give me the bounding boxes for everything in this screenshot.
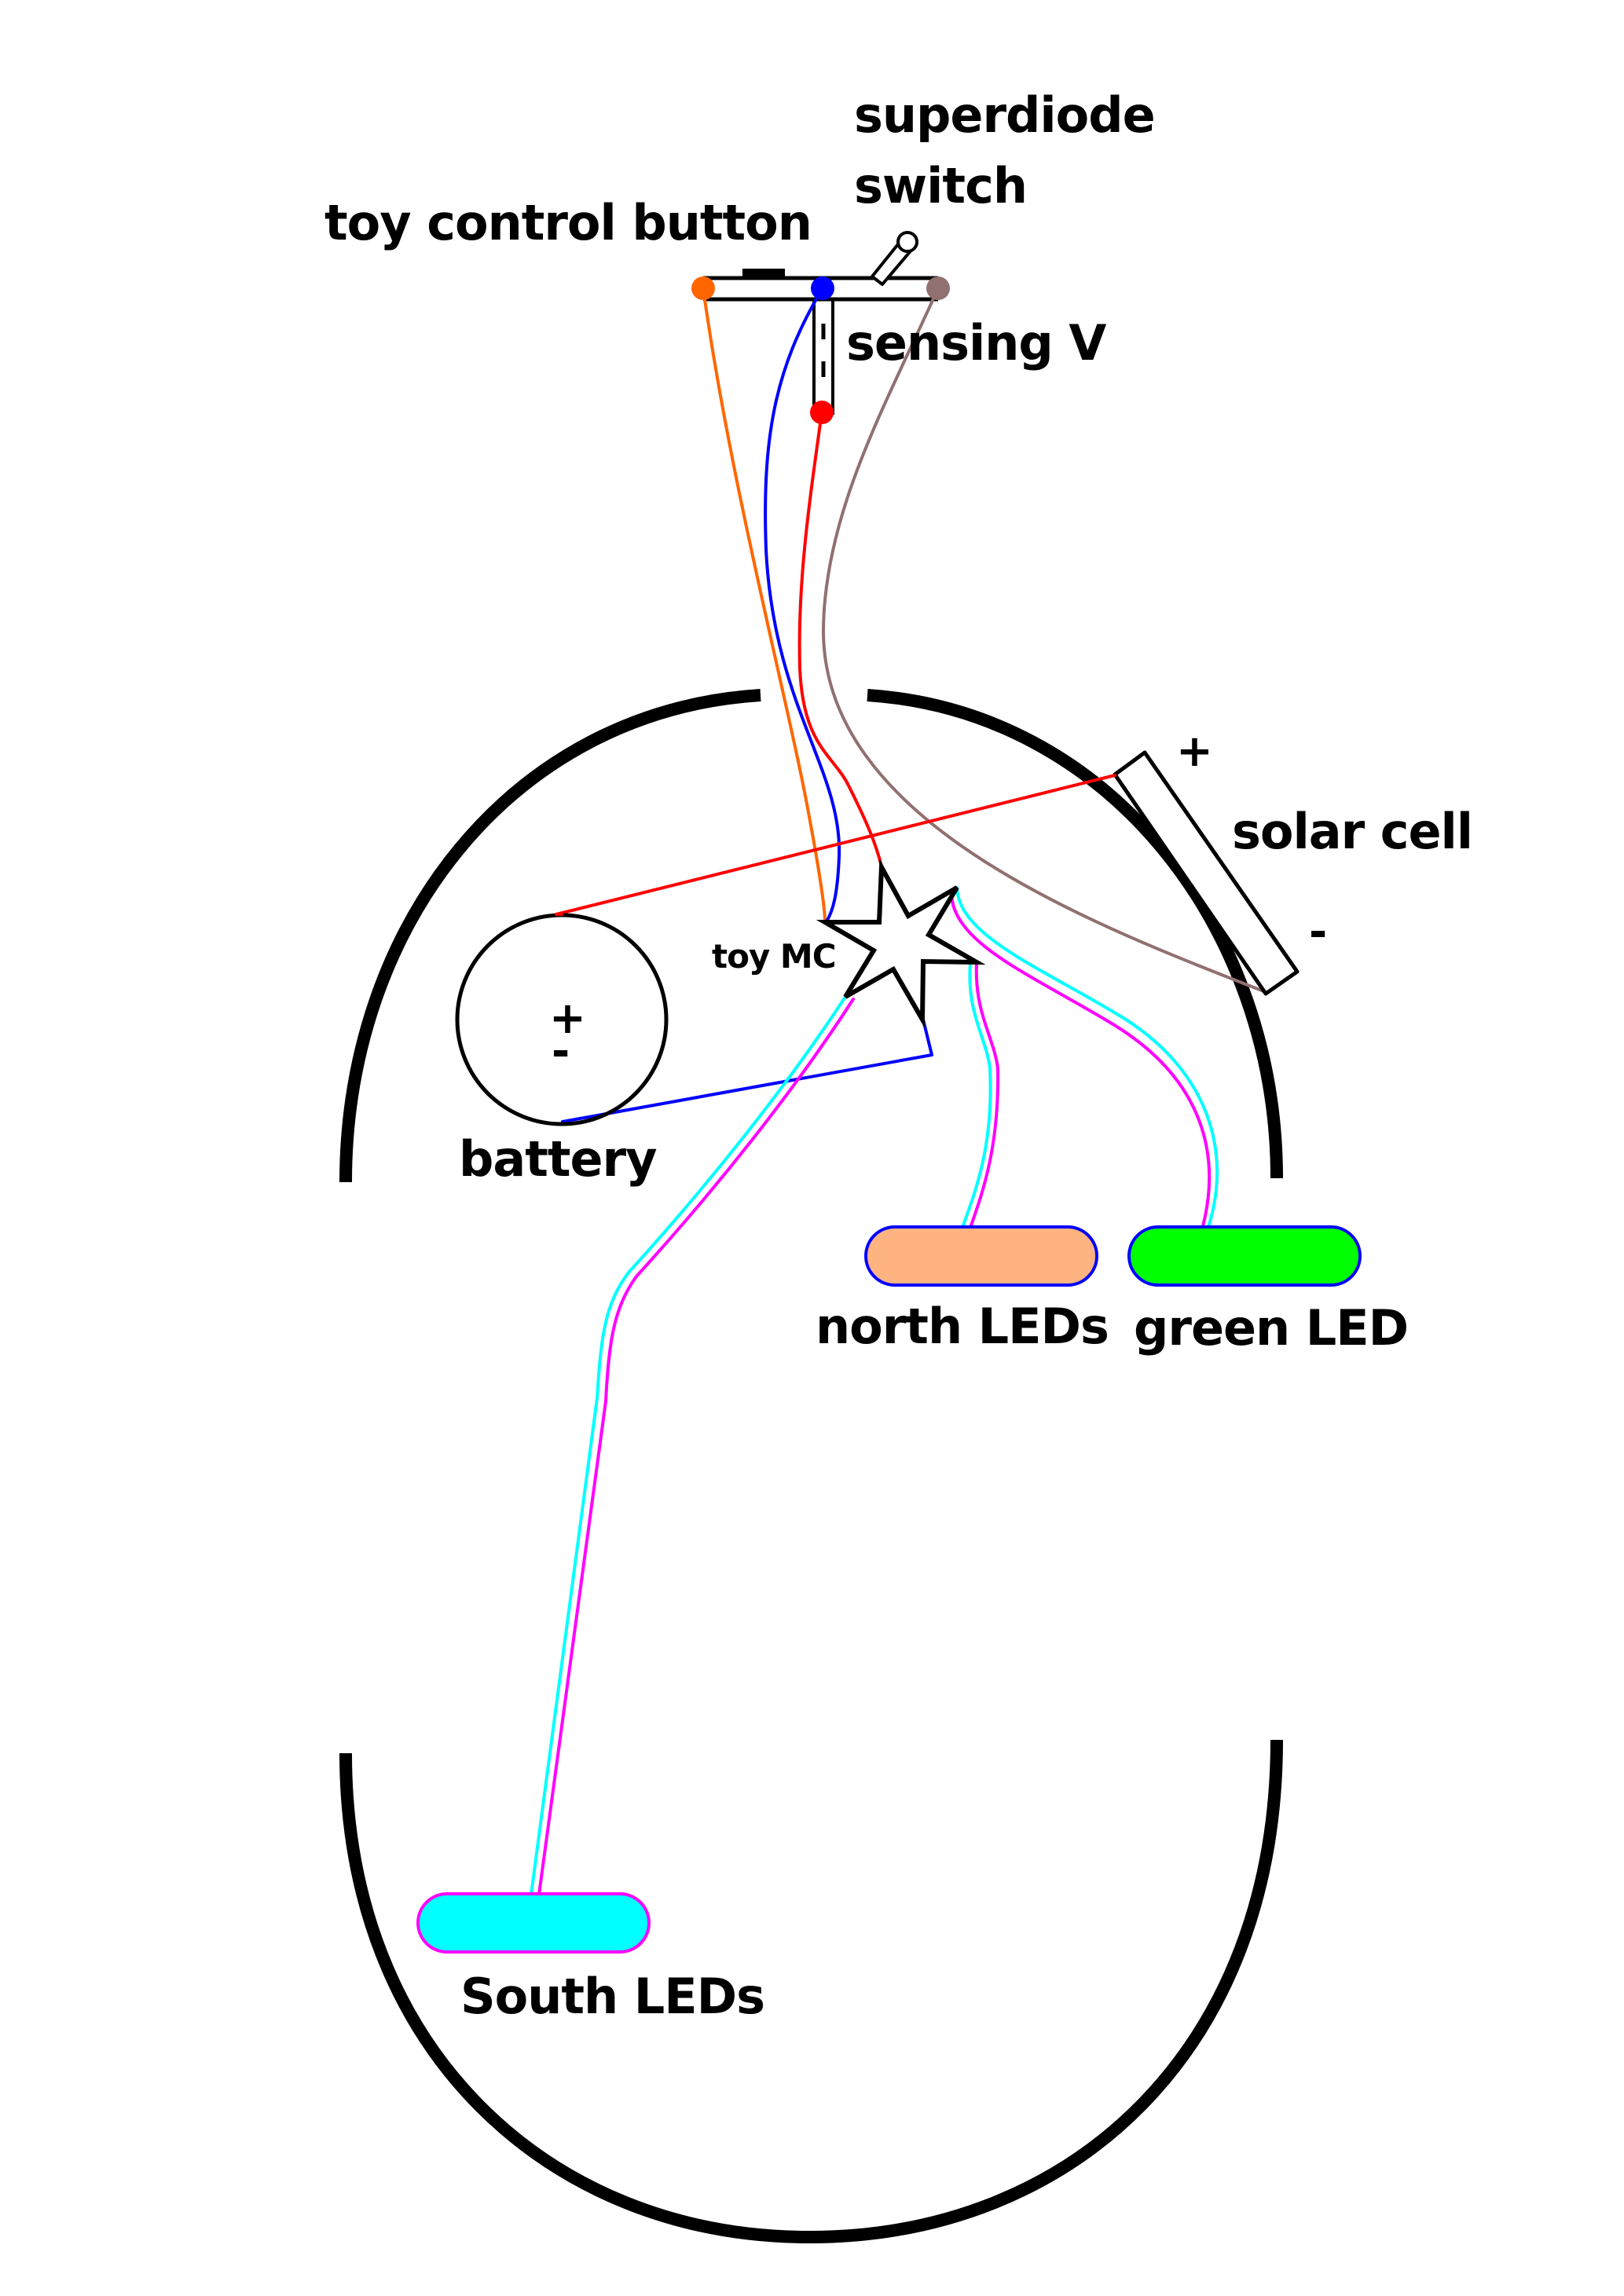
solar-cell-minus-sign: - xyxy=(1309,906,1327,958)
north-leds-label: north LEDs xyxy=(816,1298,1109,1355)
green-led-wire-pair xyxy=(950,886,1219,1236)
blue-wire xyxy=(764,287,841,923)
green-led-label: green LED xyxy=(1134,1299,1408,1357)
battery-minus-sign: - xyxy=(552,1026,570,1077)
blue-ground-wire xyxy=(561,1018,933,1123)
enclosure-lower-shell xyxy=(339,1739,1283,2244)
upper-shell-right-arc xyxy=(867,689,1283,1179)
solar-cell-label: solar cell xyxy=(1232,803,1472,860)
south-leds-label: South LEDs xyxy=(460,1968,764,2025)
sense-terminal-dot[interactable] xyxy=(810,401,834,424)
red-sense-wire xyxy=(797,411,883,868)
battery-label: battery xyxy=(459,1130,657,1188)
south-led-wire-pair xyxy=(530,995,855,1896)
battery-plus-sign: + xyxy=(549,993,586,1044)
toy-control-button-label: toy control button xyxy=(324,194,812,251)
south-leds-strip[interactable] xyxy=(416,1892,651,1954)
solar-cell-panel xyxy=(1113,750,1300,996)
superdiode-switch-label-line2: switch xyxy=(854,157,1027,214)
superdiode-switch-label-line1: superdiode xyxy=(854,86,1155,144)
red-power-wire xyxy=(555,774,1116,916)
common-terminal-dot[interactable] xyxy=(811,276,834,300)
superdiode-switch-lever[interactable] xyxy=(871,231,918,286)
enclosure-upper-shell xyxy=(339,689,1283,1183)
toy-control-button-cap[interactable] xyxy=(742,269,785,278)
north-led-wire-pair xyxy=(962,961,1000,1227)
toy-mc-star[interactable] xyxy=(816,859,986,1028)
green-led-strip[interactable] xyxy=(1127,1225,1362,1287)
brown-wire xyxy=(821,287,1267,994)
north-leds-strip[interactable] xyxy=(864,1225,1098,1287)
sensing-v-label: sensing V xyxy=(846,314,1106,372)
switch-terminal-dot[interactable] xyxy=(926,276,950,300)
orange-wire xyxy=(702,287,827,923)
sensing-v-resistor xyxy=(812,300,834,415)
button-terminal-dot[interactable] xyxy=(691,276,715,300)
toy-mc-label: toy MC xyxy=(712,937,836,976)
upper-shell-left-arc xyxy=(339,689,761,1183)
solar-cell-plus-sign: + xyxy=(1176,726,1213,777)
